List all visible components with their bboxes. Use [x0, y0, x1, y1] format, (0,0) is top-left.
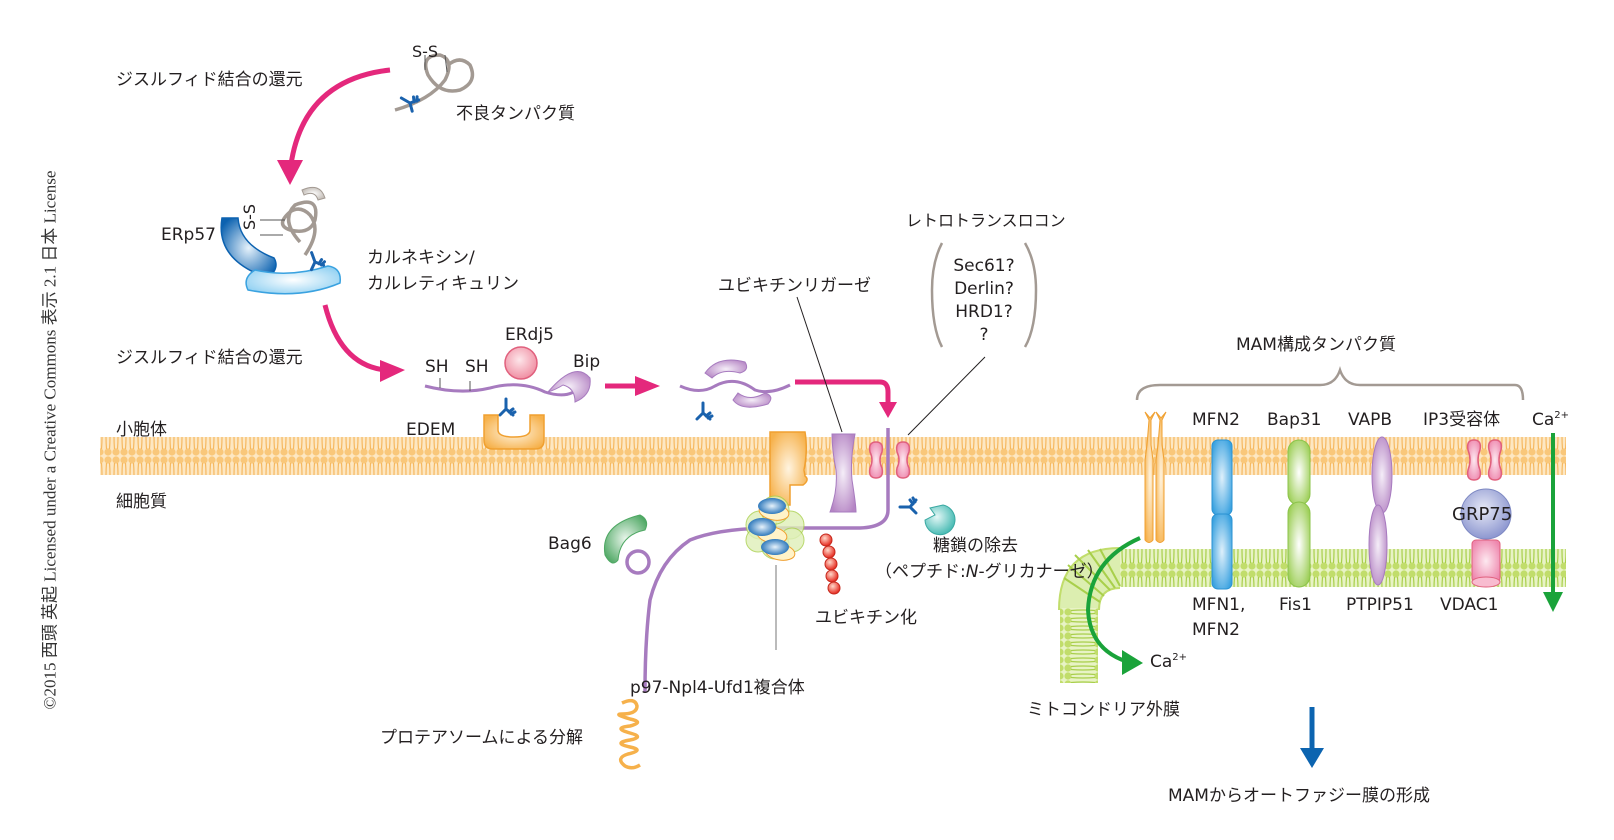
mam-brace	[1135, 366, 1525, 401]
ca-bottom-text: Ca	[1150, 652, 1173, 672]
label-p97-complex: p97-Npl4-Ufd1複合体	[630, 678, 805, 698]
erdj5-bip-edem-complex	[424, 346, 591, 450]
label-erdj5: ERdj5	[505, 325, 554, 345]
mfn2-tether	[1144, 411, 1167, 543]
label-sh-1: SH	[425, 357, 449, 377]
ubiquitin-ligase-protein	[829, 433, 857, 513]
label-ca-bottom: Ca2+	[1150, 652, 1187, 672]
bap31-fis1-protein	[1287, 439, 1311, 588]
leader-retrotranslocon	[907, 356, 986, 436]
translocon-candidates: Sec61? Derlin? HRD1? ?	[944, 255, 1024, 347]
translocation-arrow	[795, 379, 891, 405]
erp57-calnexin-complex	[220, 186, 341, 295]
p97-anchor-protein	[769, 431, 808, 506]
label-disulfide-reduction-2: ジスルフィド結合の還元	[116, 348, 303, 368]
glycan-icon	[898, 496, 918, 515]
label-autophagy-membrane: MAMからオートファジー膜の形成	[1168, 786, 1430, 806]
substrate-loop	[625, 549, 651, 575]
candidate-derlin: Derlin?	[954, 279, 1014, 299]
label-bag6: Bag6	[548, 534, 592, 554]
pngase-italic: N	[965, 562, 979, 582]
label-mito-outer-membrane: ミトコンドリア外膜	[1027, 700, 1180, 720]
label-edem: EDEM	[406, 420, 456, 440]
label-ss-middle: S-S	[240, 203, 259, 230]
label-mfn1: MFN1,	[1192, 595, 1246, 615]
label-fis1: Fis1	[1279, 595, 1312, 615]
ca-top-text: Ca	[1532, 410, 1555, 430]
pngase-enzyme	[924, 504, 956, 536]
bracket-left	[930, 242, 944, 348]
label-ca-top: Ca2+	[1532, 410, 1569, 430]
candidate-sec61: Sec61?	[953, 256, 1015, 276]
vapb-ptpip51-protein	[1368, 436, 1393, 586]
label-retrotranslocon: レトロトランスロコン	[906, 211, 1066, 230]
bip-bound-chain	[679, 359, 791, 421]
reduction-arrow-1	[287, 67, 391, 173]
label-mfn2-top: MFN2	[1192, 410, 1240, 430]
label-cytoplasm: 細胞質	[116, 492, 167, 512]
label-pngase: （ペプチド:N-グリカナーゼ）	[875, 562, 1104, 582]
ca-flux-arrow-curved	[1085, 536, 1141, 664]
label-mam-proteins: MAM構成タンパク質	[1236, 335, 1396, 355]
label-misfolded-protein: 不良タンパク質	[456, 104, 575, 124]
leader-ubiquitin-ligase	[796, 296, 843, 433]
proteasome-coil	[617, 698, 641, 770]
retrotranslocon-channel	[868, 441, 911, 479]
reduction-arrow-2	[322, 304, 386, 373]
copyright-notice: ©2015 西頭 英起 Licensed under a Creative Co…	[40, 170, 60, 710]
label-grp75: GRP75	[1452, 504, 1513, 525]
label-bap31: Bap31	[1267, 410, 1322, 430]
substrate-chain	[643, 428, 890, 693]
label-ubiquitination: ユビキチン化	[815, 608, 917, 628]
bracket-right	[1023, 242, 1038, 348]
label-calreticulin: カルレティキュリン	[367, 274, 519, 294]
p97-npl4-ufd1-complex	[745, 495, 805, 561]
label-bip: Bip	[573, 352, 601, 372]
mfn1-mfn2-protein	[1211, 439, 1233, 590]
ip3r-grp75-vdac1-complex	[1460, 439, 1512, 588]
label-disulfide-reduction-1: ジスルフィド結合の還元	[116, 70, 303, 90]
misfolded-protein	[394, 53, 475, 113]
ca-top-sup: 2+	[1554, 410, 1570, 421]
label-ptpip51: PTPIP51	[1346, 595, 1414, 615]
label-mfn2-bottom: MFN2	[1192, 620, 1240, 640]
label-proteasome-degradation: プロテアソームによる分解	[380, 728, 583, 748]
label-er-lumen: 小胞体	[116, 420, 167, 440]
label-ss-top: S-S	[412, 42, 439, 61]
candidate-hrd1: HRD1?	[955, 302, 1013, 322]
candidate-unknown: ?	[979, 325, 989, 345]
ubiquitin-chain	[819, 533, 841, 595]
label-calnexin: カルネキシン/	[367, 248, 475, 268]
label-deglycosylation: 糖鎖の除去	[933, 536, 1018, 556]
label-vdac1: VDAC1	[1440, 595, 1499, 615]
label-vapb: VAPB	[1348, 410, 1393, 430]
label-ip3-receptor: IP3受容体	[1423, 410, 1501, 430]
label-sh-2: SH	[465, 357, 489, 377]
bag6-protein	[603, 514, 648, 564]
pngase-suffix: -グリカナーゼ）	[978, 562, 1104, 582]
ca-bottom-sup: 2+	[1172, 652, 1188, 663]
label-ubiquitin-ligase: ユビキチンリガーゼ	[718, 276, 871, 296]
pngase-prefix: （ペプチド:	[875, 562, 966, 582]
label-erp57: ERp57	[161, 225, 216, 245]
